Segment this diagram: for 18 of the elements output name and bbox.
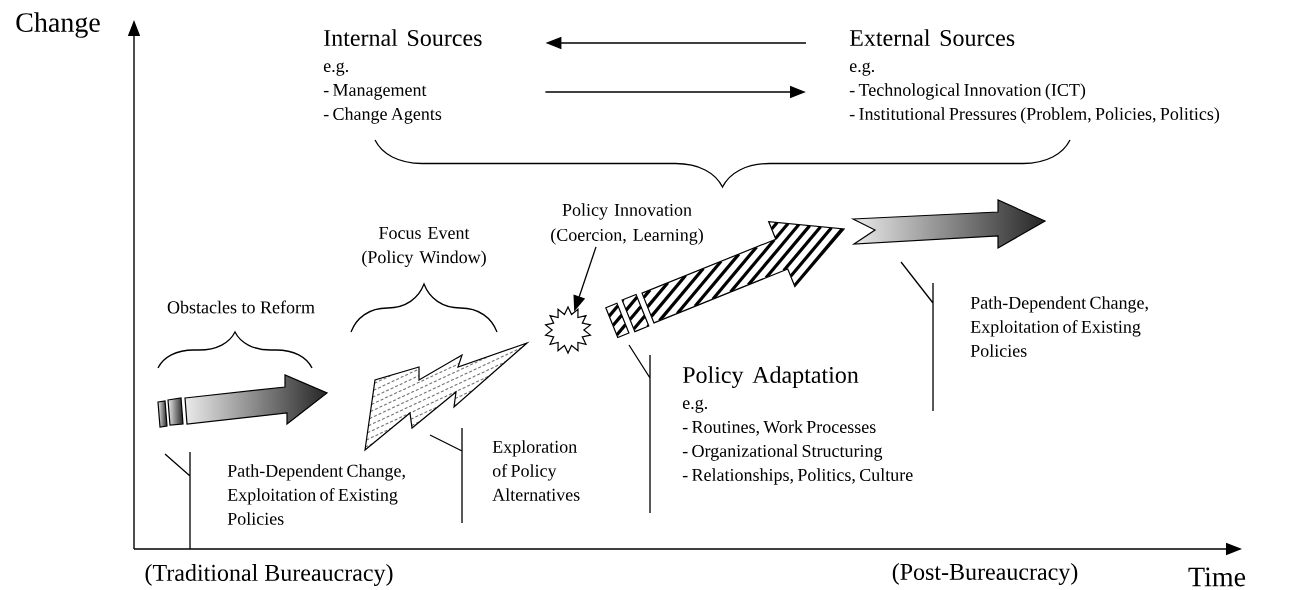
leader-line bbox=[628, 344, 651, 514]
brace-label: Focus Event (Policy Window) bbox=[362, 227, 486, 267]
brace-label: Obstacles to Reform bbox=[167, 300, 315, 314]
leader-line bbox=[429, 427, 463, 524]
era-label: (Traditional Bureaucracy) bbox=[145, 564, 393, 586]
leader-line bbox=[900, 261, 934, 412]
gradient-arrow bbox=[157, 374, 329, 428]
source-list: Internal Sources e.g. - Management - Change Agents bbox=[323, 29, 482, 124]
phase-label: Path-Dependent Change, Exploitation of Existing Policies bbox=[227, 464, 405, 525]
axis-label: Time bbox=[1188, 567, 1246, 587]
source-list: External Sources e.g. - Technological Innovation (ICT) - Institutional Pressures (Problem, Policies, Politics) bbox=[849, 29, 1220, 124]
era-label: (Post-Bureaucracy) bbox=[892, 563, 1078, 585]
axis-label: Change bbox=[16, 12, 100, 38]
phase-label: Exploration of Policy Alternatives bbox=[492, 440, 580, 501]
phase-label: Path-Dependent Change, Exploitation of Existing Policies bbox=[970, 296, 1148, 357]
leader-line bbox=[164, 451, 191, 550]
adaptation-list: Policy Adaptation e.g. - Routines, Work Processes - Organizational Structuring - Relationships, Politics, Culture bbox=[682, 366, 913, 485]
annotation-text: Policy Innovation (Coercion, Learning) bbox=[551, 203, 703, 245]
